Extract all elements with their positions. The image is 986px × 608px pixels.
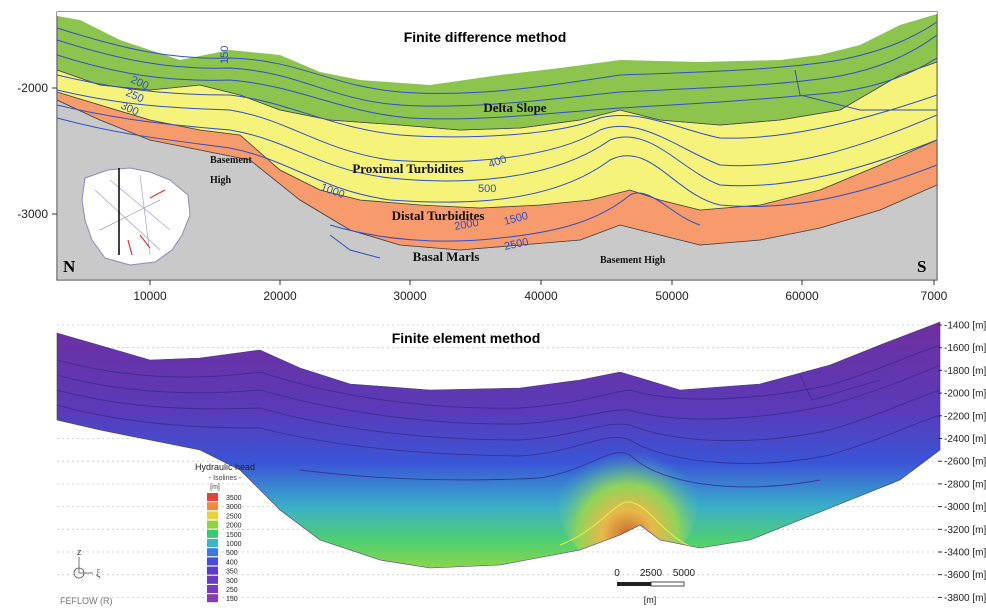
legend-swatch <box>207 502 218 511</box>
legend-swatch <box>207 594 218 603</box>
y-tick-label: -3000 <box>17 207 48 221</box>
x-tick-label: 40000 <box>524 289 558 303</box>
legend-label: 3500 <box>226 495 242 502</box>
legend-label: 3000 <box>226 504 242 511</box>
depth-label: -2800 [m] <box>944 479 986 490</box>
contour-label-2000: 2000 <box>453 217 479 233</box>
legend-label: 2000 <box>226 523 242 530</box>
depth-label: -3800 [m] <box>944 593 986 604</box>
legend-swatch <box>207 520 218 529</box>
legend-swatch <box>207 575 218 584</box>
software-label: FEFLOW (R) <box>60 596 113 606</box>
top-panel-title: Finite difference method <box>404 29 567 45</box>
contour-labels: 150 200 250 300 400 500 1000 1500 2000 2… <box>119 46 530 253</box>
x-tick-label: 10000 <box>133 289 167 303</box>
legend-swatch <box>207 511 218 520</box>
depth-label: -2000 [m] <box>944 389 986 400</box>
scale-unit: [m] <box>644 595 657 605</box>
depth-label: -2600 [m] <box>944 457 986 468</box>
legend-swatch <box>207 557 218 566</box>
axis-indicator: z ξ <box>73 547 101 580</box>
fem-mound-high <box>558 430 698 568</box>
legend-swatch <box>207 548 218 557</box>
top-x-axis: 10000 20000 30000 40000 50000 60000 7000 <box>133 280 948 303</box>
x-tick-label: 7000 <box>921 289 948 303</box>
feature-label-basement: Basement <box>210 155 252 166</box>
top-sky <box>57 12 937 85</box>
fem-fill <box>57 322 940 568</box>
legend-label: 2500 <box>226 513 242 520</box>
contour-label-400: 400 <box>487 153 508 171</box>
depth-label: -3400 [m] <box>944 548 986 559</box>
top-contours <box>57 21 937 259</box>
depth-label: -3600 [m] <box>944 570 986 581</box>
legend-swatch <box>207 493 218 501</box>
legend-swatch <box>207 566 218 575</box>
scale-label-2500: 2500 <box>640 568 663 579</box>
legend-swatch <box>207 585 218 593</box>
depth-label: -1600 [m] <box>944 343 986 354</box>
x-tick-label: 60000 <box>785 289 819 303</box>
corner-label-north: N <box>63 257 76 276</box>
x-tick-label: 20000 <box>263 289 297 303</box>
depth-label: -3000 [m] <box>944 502 986 513</box>
fem-section <box>57 322 940 568</box>
unit-label-proximal-turbidites: Proximal Turbidites <box>352 161 463 176</box>
top-panel: Delta Slope Proximal Turbidites Distal T… <box>17 11 948 303</box>
y-tick-label: -2000 <box>17 81 48 95</box>
fem-isolines <box>57 344 940 488</box>
depth-axis: -1400 [m] -1600 [m] -1800 [m] -2000 [m] -220… <box>938 321 986 604</box>
legend-label: 1000 <box>226 541 242 548</box>
feature-label-basement-high: Basement High <box>600 255 666 266</box>
location-map-inset <box>81 167 191 266</box>
depth-label: -3200 [m] <box>944 525 986 536</box>
legend-label: 250 <box>226 587 238 594</box>
axis-label-xi: ξ <box>96 569 101 580</box>
scale-label-0: 0 <box>614 568 620 579</box>
legend-label: 350 <box>226 569 238 576</box>
x-tick-label: 50000 <box>655 289 689 303</box>
unit-label-delta-slope: Delta Slope <box>483 100 546 115</box>
top-y-axis: -2000 -3000 <box>17 81 57 221</box>
unit-label-basal-marls: Basal Marls <box>413 249 480 264</box>
map-outline <box>81 167 191 266</box>
contour-label-2500: 2500 <box>503 236 529 253</box>
fem-outline <box>56 321 941 569</box>
depth-label: -1800 [m] <box>944 366 986 377</box>
legend-title: Hydraulic head <box>195 462 255 472</box>
legend-unit: [m] <box>210 484 220 491</box>
axis-label-z: z <box>77 547 82 557</box>
map-faults <box>94 174 171 256</box>
depth-label: -2200 [m] <box>944 411 986 422</box>
scale-label-5000: 5000 <box>673 568 696 579</box>
legend-label: 500 <box>226 550 238 557</box>
depth-label: -1400 [m] <box>944 321 986 332</box>
bottom-panel-title: Finite element method <box>392 330 541 346</box>
feature-label-high: High <box>210 175 232 186</box>
bottom-panel: Finite element method -1400 [m] -1600 [m]… <box>56 321 986 606</box>
legend-label: 400 <box>226 559 238 566</box>
corner-label-south: S <box>917 257 926 276</box>
legend-label: 1500 <box>226 532 242 539</box>
fem-isoline-high <box>559 501 701 551</box>
hydraulic-head-legend: Hydraulic head - Isolines - [m] 3500 3000… <box>195 462 255 603</box>
map-markers <box>127 189 166 256</box>
contour-label-150: 150 <box>219 46 231 64</box>
legend-label: 300 <box>226 578 238 585</box>
x-tick-label: 30000 <box>393 289 427 303</box>
legend-swatch <box>207 529 218 538</box>
scale-bar: 0 2500 5000 [m] <box>614 568 695 605</box>
legend-label: 150 <box>226 596 238 603</box>
legend-subtitle: - Isolines - <box>209 475 242 482</box>
contour-label-500: 500 <box>478 183 496 195</box>
legend-swatch <box>207 539 218 547</box>
unit-label-distal-turbidites: Distal Turbidites <box>392 208 485 223</box>
depth-label: -2400 [m] <box>944 434 986 445</box>
